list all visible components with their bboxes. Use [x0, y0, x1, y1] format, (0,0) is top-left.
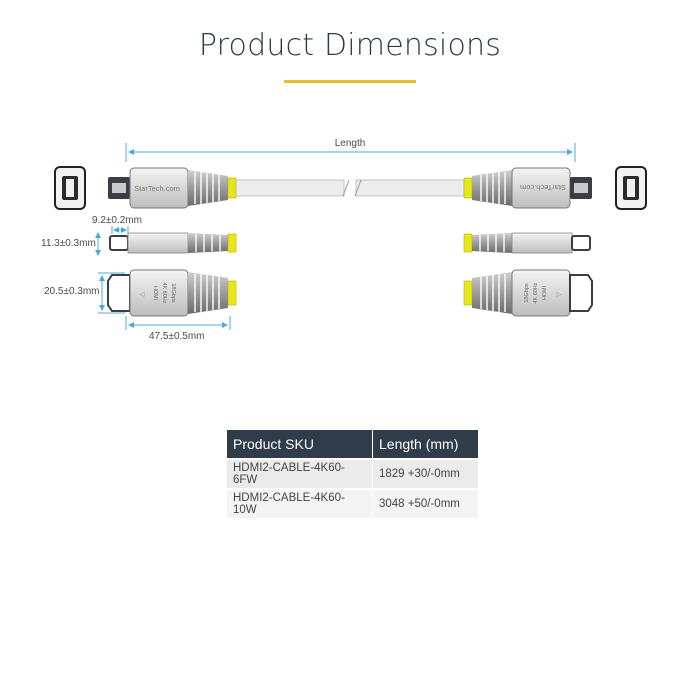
cable-dimension-diagram: Length StarTech.com StarTech.com — [41, 138, 647, 342]
thickness-dimension: 11.3±0.3mm — [41, 232, 101, 256]
connector-line2-right: 18Gbps — [524, 283, 530, 303]
title-accent-rule — [284, 80, 416, 83]
table-header-row: Product SKU Length (mm) — [227, 430, 478, 459]
tip-width-dimension: 9.2±0.2mm — [92, 215, 142, 234]
svg-text:▷: ▷ — [557, 292, 562, 298]
connector-length-dimension: 47.5±0.5mm — [125, 316, 231, 342]
left-connector-end-view — [54, 166, 86, 210]
tip-width-label: 9.2±0.2mm — [92, 215, 142, 226]
length-cell: 3048 +50/-0mm — [372, 488, 478, 518]
left-top-view: ◁ HDMI 4K 60Hz 18Gbps — [107, 269, 237, 317]
connector-logo-left: HDMI — [152, 286, 158, 301]
length-label: Length — [335, 138, 366, 149]
connector-length-label: 47.5±0.5mm — [149, 331, 205, 342]
table-row: HDMI2-CABLE-4K60-6FW 1829 +30/-0mm — [227, 458, 478, 489]
right-connector-end-view — [615, 166, 647, 210]
right-side-view — [463, 232, 591, 254]
page-title: Product Dimensions — [198, 28, 502, 63]
left-cable-connector: StarTech.com — [108, 167, 237, 209]
length-cell: 1829 +30/-0mm — [372, 458, 478, 489]
width-dimension: 20.5±0.3mm — [44, 272, 125, 314]
svg-text:◁: ◁ — [140, 292, 145, 298]
connector-logo-right: HDMI — [542, 286, 548, 301]
right-top-view: 18Gbps 4K 60Hz HDMI ▷ — [463, 269, 593, 317]
thickness-label: 11.3±0.3mm — [41, 238, 96, 249]
brand-label-left: StarTech.com — [134, 184, 180, 193]
cable-body — [235, 179, 465, 197]
column-header-sku: Product SKU — [227, 430, 373, 459]
right-cable-connector: StarTech.com — [463, 167, 592, 209]
connector-line2-left: 18Gbps — [170, 283, 176, 303]
length-dimension: Length — [125, 138, 576, 162]
table-row: HDMI2-CABLE-4K60-10W 3048 +50/-0mm — [227, 488, 478, 518]
width-label: 20.5±0.3mm — [44, 286, 100, 297]
sku-cell: HDMI2-CABLE-4K60-6FW — [227, 458, 373, 489]
product-sku-table: Product SKU Length (mm) HDMI2-CABLE-4K60… — [227, 430, 478, 518]
column-header-length: Length (mm) — [372, 430, 478, 459]
connector-line1-right: 4K 60Hz — [533, 282, 539, 303]
sku-cell: HDMI2-CABLE-4K60-10W — [227, 488, 373, 518]
brand-label-right: StarTech.com — [520, 183, 566, 192]
left-side-view — [109, 232, 237, 254]
connector-line1-left: 4K 60Hz — [161, 282, 167, 303]
